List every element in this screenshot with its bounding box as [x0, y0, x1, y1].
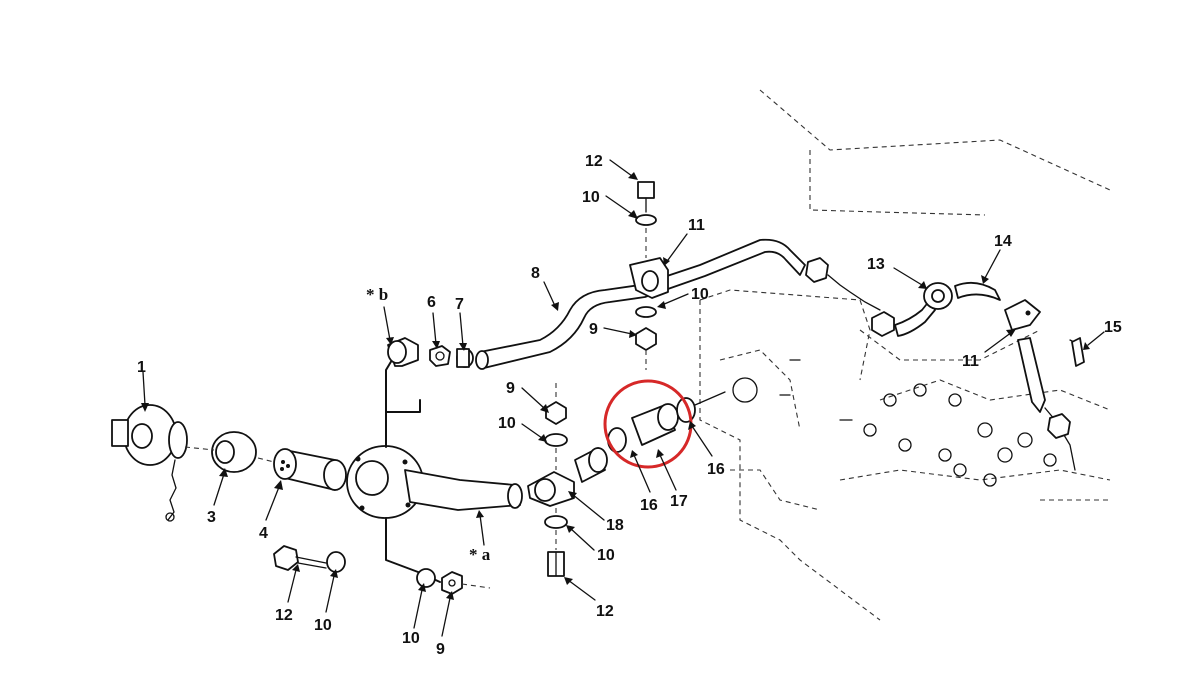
callout-12-bottom-left: 12	[275, 607, 293, 624]
callout-3: 3	[207, 509, 216, 526]
leader-lines	[141, 159, 1105, 637]
callout-9-bottom: 9	[436, 641, 445, 658]
callout-star-a: * a	[469, 545, 491, 564]
part-4-connector	[257, 448, 347, 491]
callout-9-top: 9	[506, 380, 515, 397]
callout-10-low: 10	[597, 547, 615, 564]
sleeve-parts	[574, 391, 726, 483]
callout-10-mid: 10	[498, 415, 516, 432]
callout-10-bottom: 10	[402, 630, 420, 647]
receptacle-flange	[346, 399, 523, 583]
callout-11-right: 11	[962, 353, 979, 370]
callout-7: 7	[455, 296, 464, 313]
callout-labels: 1 3 4 6 7 8 * b 12 10 11 10 9 9 10 18 10…	[137, 153, 1122, 658]
callout-12-bottom: 12	[596, 603, 614, 620]
callout-16-b: 16	[707, 461, 725, 478]
callout-12-top: 12	[585, 153, 603, 170]
callout-11-top: 11	[688, 217, 705, 234]
clamp-assembly-top	[629, 181, 669, 370]
washer-nut-lower	[416, 568, 491, 595]
part-7-sleeve	[456, 348, 474, 368]
clamp-assembly-lower	[527, 383, 575, 577]
callout-10-bottom-left: 10	[314, 617, 332, 634]
callout-18: 18	[606, 517, 624, 534]
bolt-12-lower-left	[273, 545, 346, 573]
callout-14: 14	[994, 233, 1012, 250]
callout-10-right: 10	[691, 286, 709, 303]
callout-15: 15	[1104, 319, 1122, 336]
part-6-nut	[429, 345, 451, 367]
callout-1: 1	[137, 359, 146, 376]
wire-b	[385, 337, 419, 413]
callout-17: 17	[670, 493, 688, 510]
callout-16-a: 16	[640, 497, 658, 514]
callout-13: 13	[867, 256, 885, 273]
callout-star-b: * b	[366, 285, 388, 304]
part-3-ring	[184, 431, 257, 473]
callout-6: 6	[427, 294, 436, 311]
right-cable-assembly	[805, 257, 1085, 471]
callout-10-top: 10	[582, 189, 600, 206]
callout-4: 4	[259, 525, 268, 542]
callout-8: 8	[531, 265, 540, 282]
part-8-cable	[475, 238, 806, 370]
callout-9-left: 9	[589, 321, 598, 338]
part-1-cap	[111, 404, 188, 522]
engine-block-outline	[699, 89, 1111, 621]
